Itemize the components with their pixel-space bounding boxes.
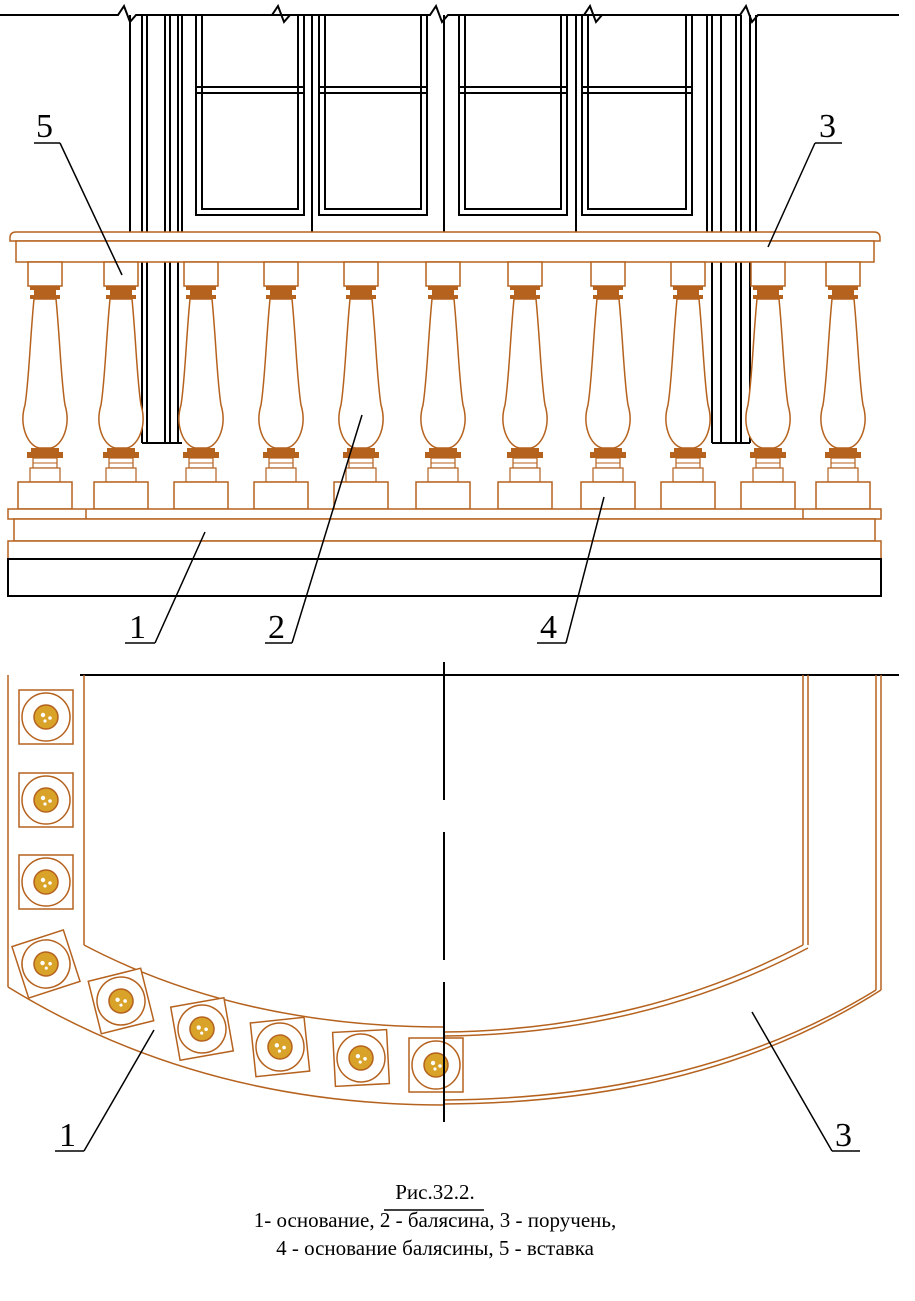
plan-post-9 [408, 1037, 464, 1093]
plan-post-2 [18, 772, 74, 828]
window-panes [195, 14, 693, 216]
plan-post-1 [18, 689, 74, 745]
callout-2: 2 [268, 609, 285, 646]
plan-callout-3: 3 [835, 1117, 852, 1154]
handrail [9, 231, 881, 263]
callout-4: 4 [540, 609, 557, 646]
railing-base [7, 508, 882, 597]
baluster-1 [17, 261, 73, 510]
plan-base-slab [7, 675, 445, 1106]
baluster-11 [815, 261, 871, 510]
baluster-7 [497, 261, 553, 510]
balusters [17, 261, 871, 510]
baluster-8 [580, 261, 636, 510]
baluster-4 [253, 261, 309, 510]
callout-3: 3 [819, 108, 836, 145]
facade-wall [0, 3, 899, 24]
plan-leaders [55, 1011, 860, 1152]
plan-post-3 [18, 854, 74, 910]
baluster-2 [93, 261, 149, 510]
plan-post-5 [87, 967, 155, 1035]
baluster-5 [333, 261, 389, 510]
plan-post-4 [11, 929, 81, 999]
figure-title: Рис.32.2. [395, 1180, 475, 1204]
elevation-leaders [34, 142, 842, 644]
plan-post-8 [331, 1028, 391, 1088]
plan-post-6 [169, 996, 235, 1062]
window-frames [129, 15, 757, 444]
plan-handrail [443, 675, 882, 1105]
baluster-6 [415, 261, 471, 510]
callout-1: 1 [129, 609, 146, 646]
plan-posts [11, 689, 464, 1093]
baluster-3 [173, 261, 229, 510]
plan-callout-1: 1 [59, 1117, 76, 1154]
callout-5: 5 [36, 108, 53, 145]
figure-legend-line-1: 1- основание, 2 - балясина, 3 - поручень… [253, 1208, 617, 1232]
figure-legend-line-2: 4 - основание балясины, 5 - вставка [276, 1236, 594, 1260]
plan-post-7 [249, 1016, 311, 1078]
baluster-9 [660, 261, 716, 510]
